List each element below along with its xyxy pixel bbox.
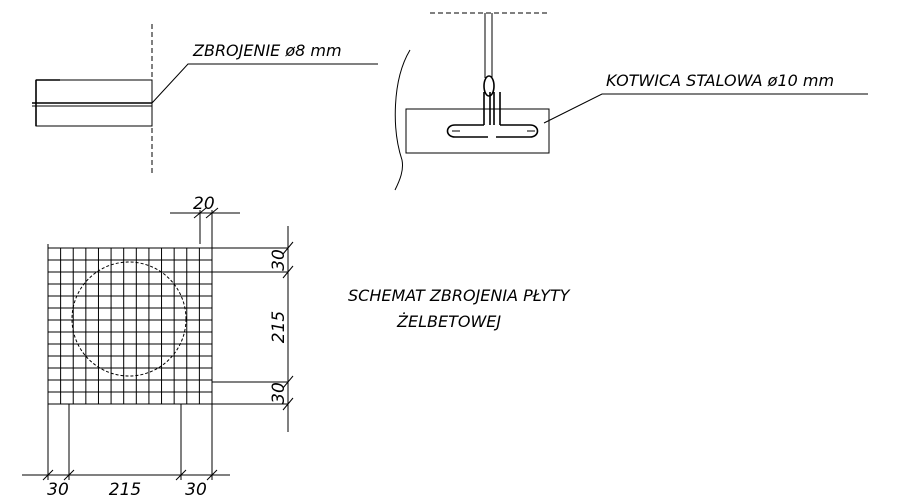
dim-bottom-left: 30 [47, 480, 69, 499]
dim-top: 20 [170, 194, 240, 219]
anchor-hook-right [496, 124, 539, 138]
anchor-label: KOTWICA STALOWA ø10 mm [606, 71, 834, 90]
grid-mesh [47, 247, 213, 405]
reinforcement-grid [47, 210, 288, 480]
schema-title-line1: SCHEMAT ZBROJENIA PŁYTY [348, 286, 571, 305]
anchor-detail: KOTWICA STALOWA ø10 mm [394, 12, 868, 191]
dim-right-top: 30 [269, 249, 289, 271]
dim-right: 30 215 30 [269, 226, 294, 432]
dim-bottom-middle: 215 [109, 480, 141, 499]
break-line [394, 49, 411, 191]
dim-bottom-right: 30 [185, 480, 207, 499]
dim-right-middle: 215 [269, 311, 289, 343]
anchor-leader [543, 93, 868, 124]
dim-top-width: 20 [193, 194, 215, 214]
dim-right-bottom: 30 [269, 382, 289, 404]
anchor-loop [483, 75, 495, 97]
anchor-hook-left [446, 124, 488, 138]
grid-circle [71, 261, 187, 377]
schema-title: SCHEMAT ZBROJENIA PŁYTY ŻELBETOWEJ [348, 286, 571, 331]
reinforcement-leader [151, 63, 378, 104]
slab-section-detail: ZBROJENIE ø8 mm [32, 24, 378, 175]
dim-bottom: 30 215 30 [22, 469, 230, 499]
anchor-slab-concrete [405, 108, 550, 154]
schema-title-line2: ŻELBETOWEJ [396, 312, 501, 331]
reinforcement-label: ZBROJENIE ø8 mm [192, 41, 342, 60]
